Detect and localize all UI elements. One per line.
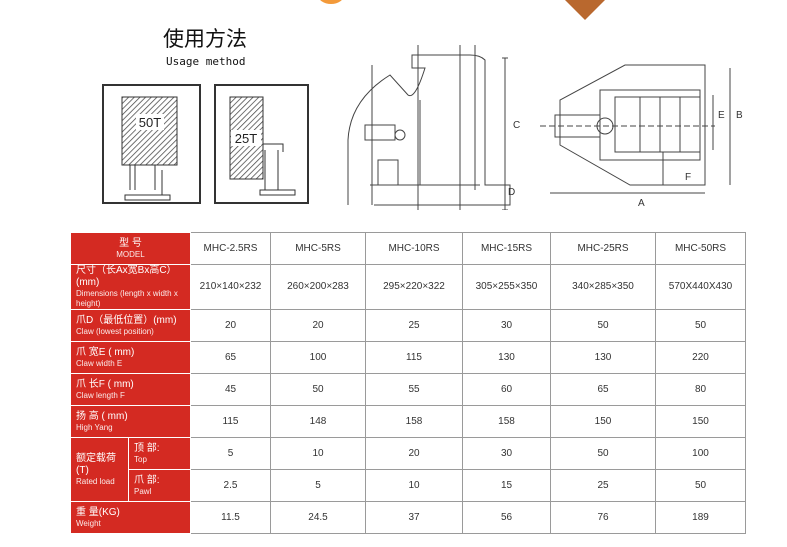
- value-cell: 570X440X430: [655, 264, 746, 310]
- value-cell: 65: [550, 373, 656, 406]
- value-cell: 20: [365, 437, 463, 470]
- value-cell: 25: [365, 309, 463, 342]
- value-cell: 50: [550, 437, 656, 470]
- value-cell: 260×200×283: [270, 264, 366, 310]
- value-cell: 56: [462, 501, 551, 534]
- decor-brown-triangle: [565, 0, 605, 20]
- model-cell: MHC-50RS: [655, 232, 746, 265]
- value-cell: 295×220×322: [365, 264, 463, 310]
- row-header: 爪 长F ( mm)Claw length F: [70, 373, 191, 406]
- side-view-drawing: [347, 45, 511, 210]
- value-cell: 50: [655, 469, 746, 502]
- usage-box-25t: 25T: [214, 84, 309, 204]
- usage-box-50t: 50T: [102, 84, 201, 204]
- usage-title: 使用方法: [163, 27, 247, 51]
- value-cell: 148: [270, 405, 366, 438]
- model-cell: MHC-25RS: [550, 232, 656, 265]
- value-cell: 220: [655, 341, 746, 374]
- usage-subtitle: Usage method: [166, 55, 246, 68]
- value-cell: 10: [365, 469, 463, 502]
- dimension-drawings: C D E B F A: [347, 45, 743, 210]
- value-cell: 130: [550, 341, 656, 374]
- value-cell: 30: [462, 437, 551, 470]
- value-cell: 11.5: [190, 501, 271, 534]
- model-cell: MHC-15RS: [462, 232, 551, 265]
- value-cell: 45: [190, 373, 271, 406]
- model-cell: MHC-10RS: [365, 232, 463, 265]
- value-cell: 305×255×350: [462, 264, 551, 310]
- value-cell: 37: [365, 501, 463, 534]
- value-cell: 25: [550, 469, 656, 502]
- value-cell: 158: [365, 405, 463, 438]
- value-cell: 115: [190, 405, 271, 438]
- row-header: 扬 高 ( mm)High Yang: [70, 405, 191, 438]
- value-cell: 100: [655, 437, 746, 470]
- value-cell: 50: [550, 309, 656, 342]
- value-cell: 189: [655, 501, 746, 534]
- value-cell: 15: [462, 469, 551, 502]
- row-header: 顶 部:Top: [128, 437, 191, 470]
- decor-orange-circle: [318, 0, 344, 4]
- top-view-drawing: [540, 64, 731, 194]
- value-cell: 20: [270, 309, 366, 342]
- table-row: 尺寸（长Ax宽Bx高C）(mm)Dimensions (length x wid…: [70, 264, 746, 310]
- dim-label-c: C: [513, 120, 520, 131]
- value-cell: 10: [270, 437, 366, 470]
- row-header: 爪 部:Pawl: [128, 469, 191, 502]
- value-cell: 130: [462, 341, 551, 374]
- row-header: 额定载荷(T)Rated load: [70, 437, 129, 502]
- value-cell: 158: [462, 405, 551, 438]
- value-cell: 100: [270, 341, 366, 374]
- row-header: 爪 宽E ( mm)Claw width E: [70, 341, 191, 374]
- dim-label-e: E: [718, 110, 725, 121]
- usage-illustrations: 50T 25T: [102, 84, 309, 204]
- value-cell: 5: [190, 437, 271, 470]
- dim-label-a: A: [638, 198, 645, 209]
- value-cell: 65: [190, 341, 271, 374]
- value-cell: 150: [655, 405, 746, 438]
- value-cell: 20: [190, 309, 271, 342]
- row-header: 爪D（最低位置）(mm)Claw (lowest position): [70, 309, 191, 342]
- value-cell: 2.5: [190, 469, 271, 502]
- value-cell: 210×140×232: [190, 264, 271, 310]
- value-cell: 80: [655, 373, 746, 406]
- model-cell: MHC-2.5RS: [190, 232, 271, 265]
- dim-label-d: D: [508, 187, 515, 198]
- value-cell: 115: [365, 341, 463, 374]
- box2-label: 25T: [235, 131, 257, 146]
- dim-label-b: B: [736, 110, 743, 121]
- model-cell: MHC-5RS: [270, 232, 366, 265]
- row-header: 重 量(KG)Weight: [70, 501, 191, 534]
- value-cell: 30: [462, 309, 551, 342]
- row-header: 尺寸（长Ax宽Bx高C）(mm)Dimensions (length x wid…: [70, 264, 191, 310]
- value-cell: 60: [462, 373, 551, 406]
- dim-label-f: F: [685, 172, 691, 183]
- value-cell: 340×285×350: [550, 264, 656, 310]
- value-cell: 50: [270, 373, 366, 406]
- value-cell: 55: [365, 373, 463, 406]
- value-cell: 50: [655, 309, 746, 342]
- box1-label: 50T: [139, 115, 161, 130]
- value-cell: 150: [550, 405, 656, 438]
- value-cell: 5: [270, 469, 366, 502]
- value-cell: 24.5: [270, 501, 366, 534]
- value-cell: 76: [550, 501, 656, 534]
